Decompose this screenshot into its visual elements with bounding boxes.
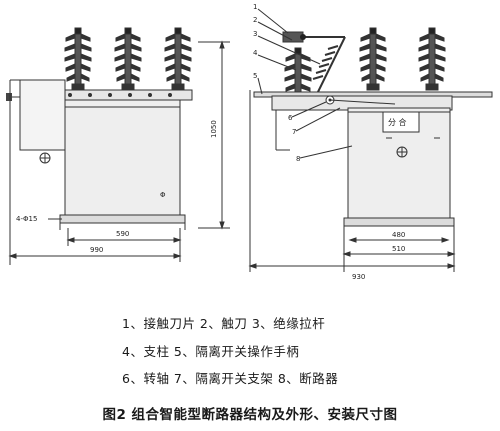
figure-caption: 图2 组合智能型断路器结构及外形、安装尺寸图 (102, 407, 398, 423)
left-top-rail (61, 89, 193, 101)
left-insulator-1 (64, 27, 92, 91)
left-view: Φ (6, 27, 230, 265)
left-insulator-2 (114, 27, 142, 91)
callout-1: 1 (253, 3, 257, 11)
right-view (248, 8, 493, 272)
legend-row: 6、转轴 7、隔离开关支架 8、断路器 (122, 371, 339, 386)
insulated-pull-rod (312, 36, 346, 99)
dim-510: 510 (392, 245, 405, 253)
technical-drawing: Φ 1050 4-Φ15 590 990 (6, 3, 493, 281)
nameplate-label: 分 合 (388, 117, 407, 127)
right-insulator-1 (359, 27, 387, 91)
dim-holes: 4-Φ15 (16, 215, 37, 223)
legend-row: 4、支柱 5、隔离开关操作手柄 (122, 344, 300, 359)
left-cabinet (64, 99, 181, 216)
callout-3: 3 (253, 30, 257, 38)
callout-6: 6 (288, 114, 293, 122)
right-insulator-2 (418, 27, 446, 91)
callout-5: 5 (253, 72, 257, 80)
right-base (343, 217, 455, 227)
callout-4: 4 (253, 49, 258, 57)
callout-7: 7 (292, 128, 296, 136)
callout-8: 8 (296, 155, 300, 163)
dim-590: 590 (116, 230, 129, 238)
left-control-box (19, 79, 66, 151)
left-ground-marker: Φ (160, 191, 166, 199)
left-base (59, 214, 186, 224)
left-insulator-3 (164, 27, 192, 91)
dim-height-1050: 1050 (210, 120, 218, 138)
callout-2: 2 (253, 16, 257, 24)
nameplate (382, 111, 420, 133)
dim-990: 990 (90, 246, 103, 254)
legend-row: 1、接触刀片 2、触刀 3、绝缘拉杆 (122, 316, 326, 331)
dim-480: 480 (392, 231, 405, 239)
dim-930: 930 (352, 273, 365, 281)
